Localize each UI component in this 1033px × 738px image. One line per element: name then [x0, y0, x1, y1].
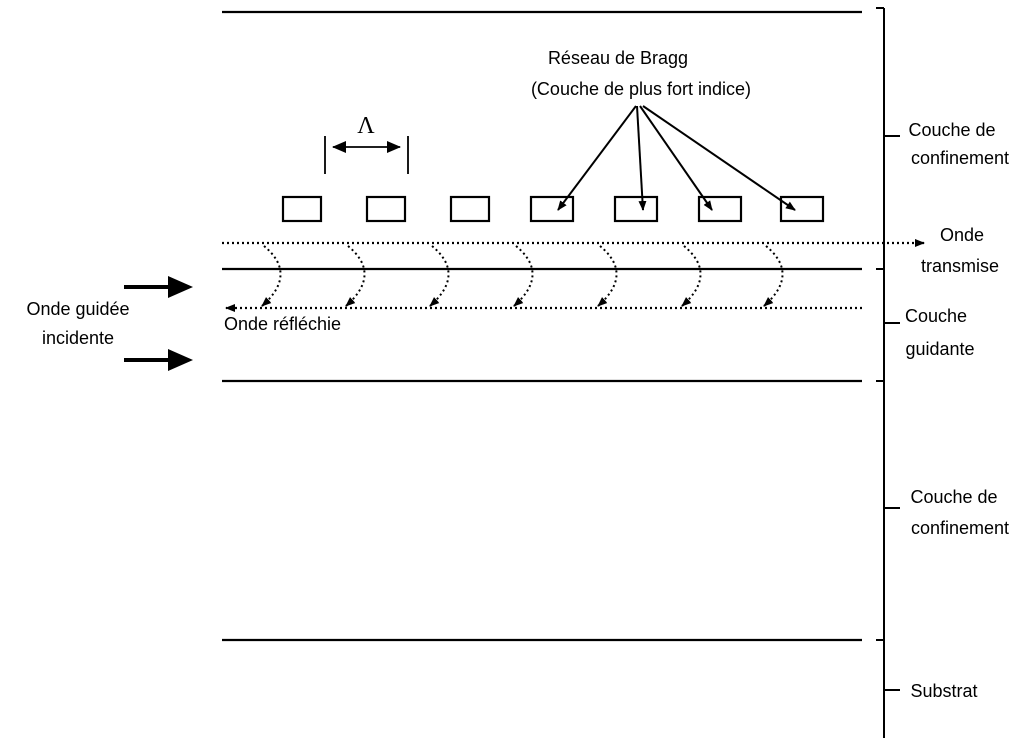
- layer-label-confinement-top-line2: confinement: [911, 148, 1009, 168]
- incident-wave-label-line1: Onde guidée: [26, 299, 129, 319]
- reflection-arc: [513, 245, 534, 307]
- reflection-arcs: [261, 245, 784, 307]
- grating-tooth: [449, 195, 491, 223]
- transmitted-wave-label-line2: transmise: [921, 256, 999, 276]
- reflection-arc: [345, 245, 366, 307]
- pointer-arrow: [642, 105, 796, 211]
- bragg-label-line2: (Couche de plus fort indice): [531, 79, 751, 99]
- grating-tooth: [613, 195, 659, 223]
- period-indicator: Λ: [324, 113, 409, 174]
- grating-tooth: [281, 195, 323, 223]
- grating-tooth: [697, 195, 743, 223]
- grating-tooth: [529, 195, 575, 223]
- layer-label-confinement-top-line1: Couche de: [908, 120, 995, 140]
- transmitted-wave-label-line1: Onde: [940, 225, 984, 245]
- bragg-pointer-arrows: [557, 105, 796, 211]
- grating-tooth: [365, 195, 407, 223]
- reflection-arc: [261, 245, 282, 307]
- layer-label-substrate: Substrat: [910, 681, 977, 701]
- grating-teeth: [281, 195, 825, 223]
- layer-bracket: [876, 7, 900, 738]
- incident-arrows: [124, 276, 193, 371]
- period-symbol: Λ: [357, 113, 375, 139]
- layer-label-guiding-line2: guidante: [905, 339, 974, 359]
- pointer-arrow: [639, 105, 713, 211]
- reflection-arc: [597, 245, 618, 307]
- layer-label-confinement-bottom-line2: confinement: [911, 518, 1009, 538]
- layer-label-confinement-bottom-line1: Couche de: [910, 487, 997, 507]
- pointer-arrow: [557, 105, 637, 211]
- reflection-arc: [429, 245, 450, 307]
- pointer-arrow: [636, 105, 647, 211]
- incident-wave-label-line2: incidente: [42, 328, 114, 348]
- reflection-arc: [681, 245, 702, 307]
- reflected-wave-label: Onde réfléchie: [224, 314, 341, 334]
- layer-label-guiding-line1: Couche: [905, 306, 967, 326]
- reflection-arc: [763, 245, 784, 307]
- bragg-label-line1: Réseau de Bragg: [548, 48, 688, 68]
- grating-tooth: [779, 195, 825, 223]
